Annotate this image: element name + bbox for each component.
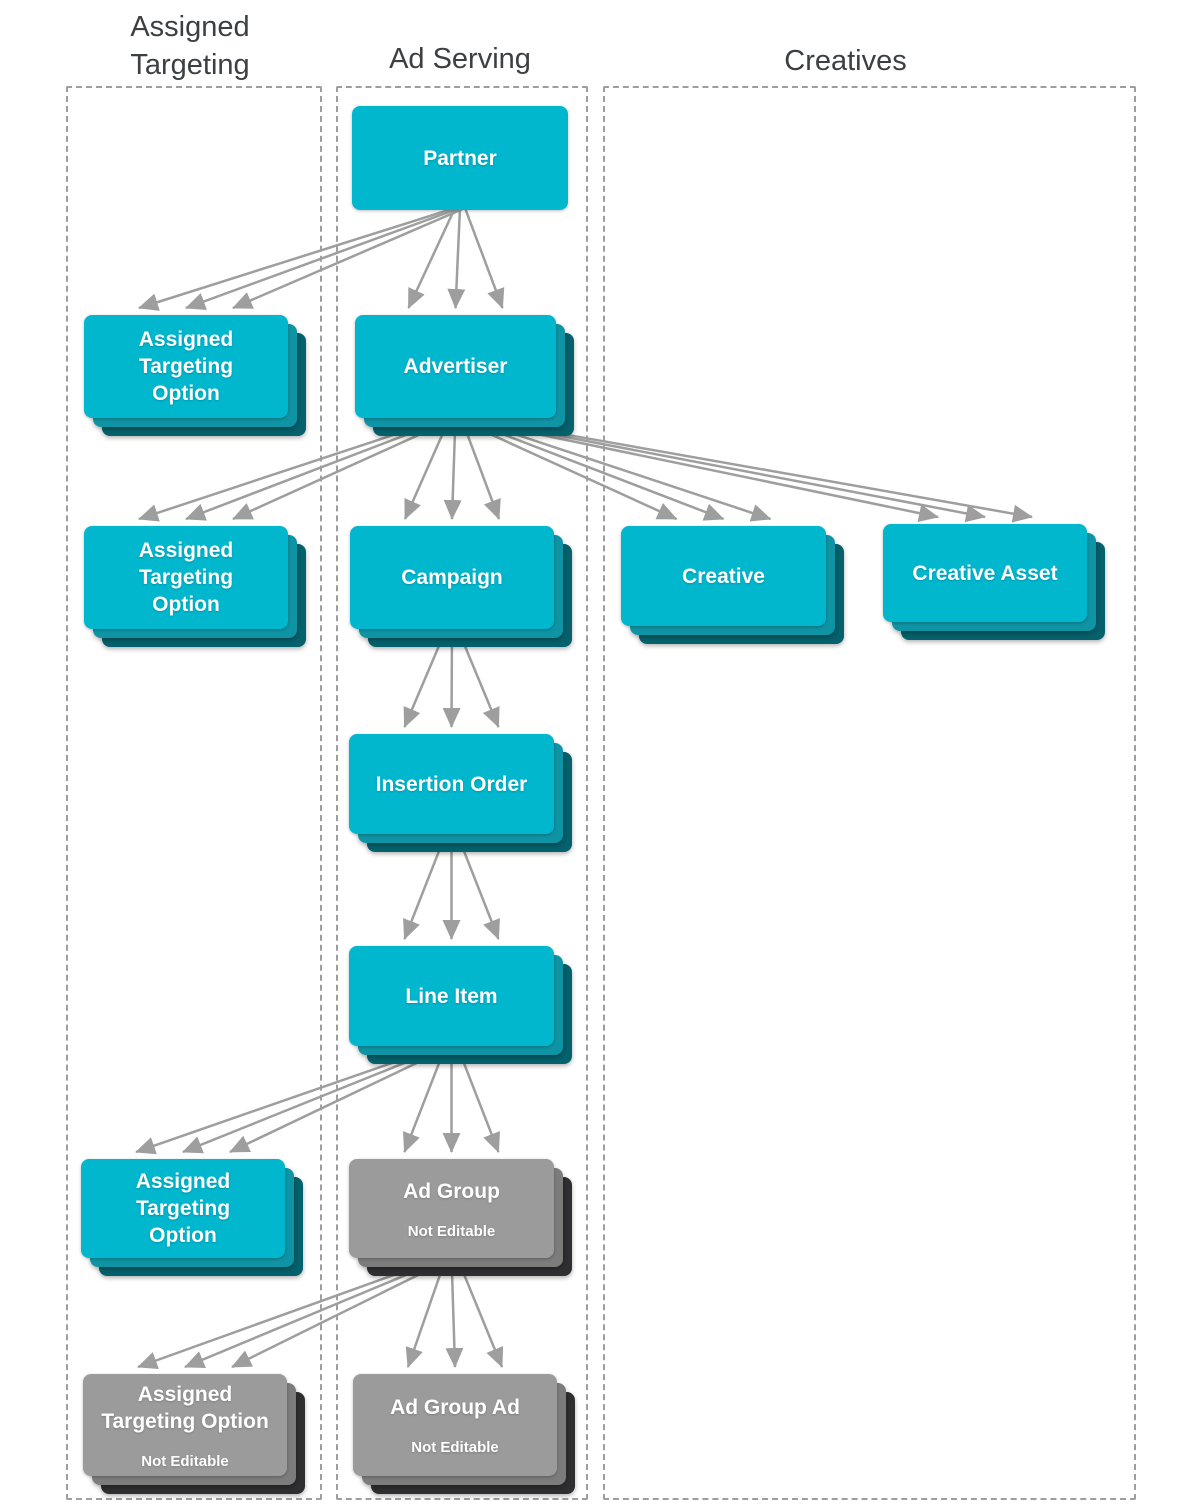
card-face: Ad Group Not Editable (349, 1159, 554, 1258)
node-assigned-targeting-option-ad-group: Assigned Targeting Option Not Editable (83, 1374, 305, 1494)
column-creatives (603, 86, 1136, 1500)
edge-partner-to-advertiser (407, 207, 457, 309)
card-face: Insertion Order (349, 734, 554, 834)
card-face: Assigned Targeting Option (81, 1159, 285, 1258)
node-label: Assigned Targeting Option (101, 1382, 269, 1433)
node-sublabel: Not Editable (411, 1439, 499, 1456)
node-assigned-targeting-option-line-item: Assigned Targeting Option (81, 1159, 303, 1276)
node-label: Line Item (405, 984, 498, 1008)
column-title-assigned-targeting: Assigned Targeting (130, 11, 250, 81)
node-label: Campaign (401, 566, 503, 589)
node-label: Partner (423, 146, 497, 170)
node-assigned-targeting-option-advertiser: Assigned Targeting Option (84, 526, 306, 647)
node-campaign: Campaign (350, 526, 572, 647)
card-face: Creative (621, 526, 826, 626)
node-ad-group-ad: Ad Group Ad Not Editable (353, 1374, 575, 1494)
node-label: Assigned Targeting Option (135, 1170, 231, 1247)
node-creative: Creative (621, 526, 844, 644)
node-label: Insertion Order (375, 772, 528, 796)
edge-partner-to-advertiser (463, 207, 505, 309)
node-assigned-targeting-option-partner: Assigned Targeting Option (84, 315, 306, 436)
card-face: Partner (352, 106, 568, 210)
edge-partner-to-advertiser (447, 207, 466, 309)
edge-partner-to-ato-partner (138, 206, 456, 311)
node-label: Ad Group (403, 1179, 500, 1203)
column-ad-serving (336, 86, 588, 1500)
card-face: Campaign (350, 526, 554, 629)
column-assigned-targeting (66, 86, 322, 1500)
node-label: Creative (682, 564, 765, 588)
node-advertiser: Advertiser (355, 315, 574, 436)
node-label: Ad Group Ad (390, 1396, 520, 1419)
node-label: Assigned Targeting Option (138, 539, 234, 616)
node-sublabel: Not Editable (141, 1452, 229, 1470)
node-line-item: Line Item (349, 946, 572, 1064)
node-partner: Partner (352, 106, 568, 210)
node-ad-group: Ad Group Not Editable (349, 1159, 572, 1276)
node-sublabel: Not Editable (407, 1222, 496, 1240)
node-creative-asset: Creative Asset (883, 524, 1105, 640)
node-label: Assigned Targeting Option (138, 328, 234, 405)
edge-partner-to-ato-partner (185, 206, 461, 310)
column-title-ad-serving: Ad Serving (389, 43, 531, 75)
card-face: Creative Asset (883, 524, 1087, 622)
column-title-creatives: Creatives (784, 45, 907, 77)
edge-partner-to-ato-partner (232, 206, 466, 310)
card-face: Advertiser (355, 315, 556, 418)
card-face: Assigned Targeting Option (84, 526, 288, 629)
card-face: Assigned Targeting Option (84, 315, 288, 418)
node-label: Advertiser (403, 355, 508, 378)
card-face: Assigned Targeting Option Not Editable (83, 1374, 287, 1476)
card-face: Ad Group Ad Not Editable (353, 1374, 557, 1476)
card-face: Line Item (349, 946, 554, 1046)
node-label: Creative Asset (912, 561, 1058, 585)
node-insertion-order: Insertion Order (349, 734, 572, 852)
